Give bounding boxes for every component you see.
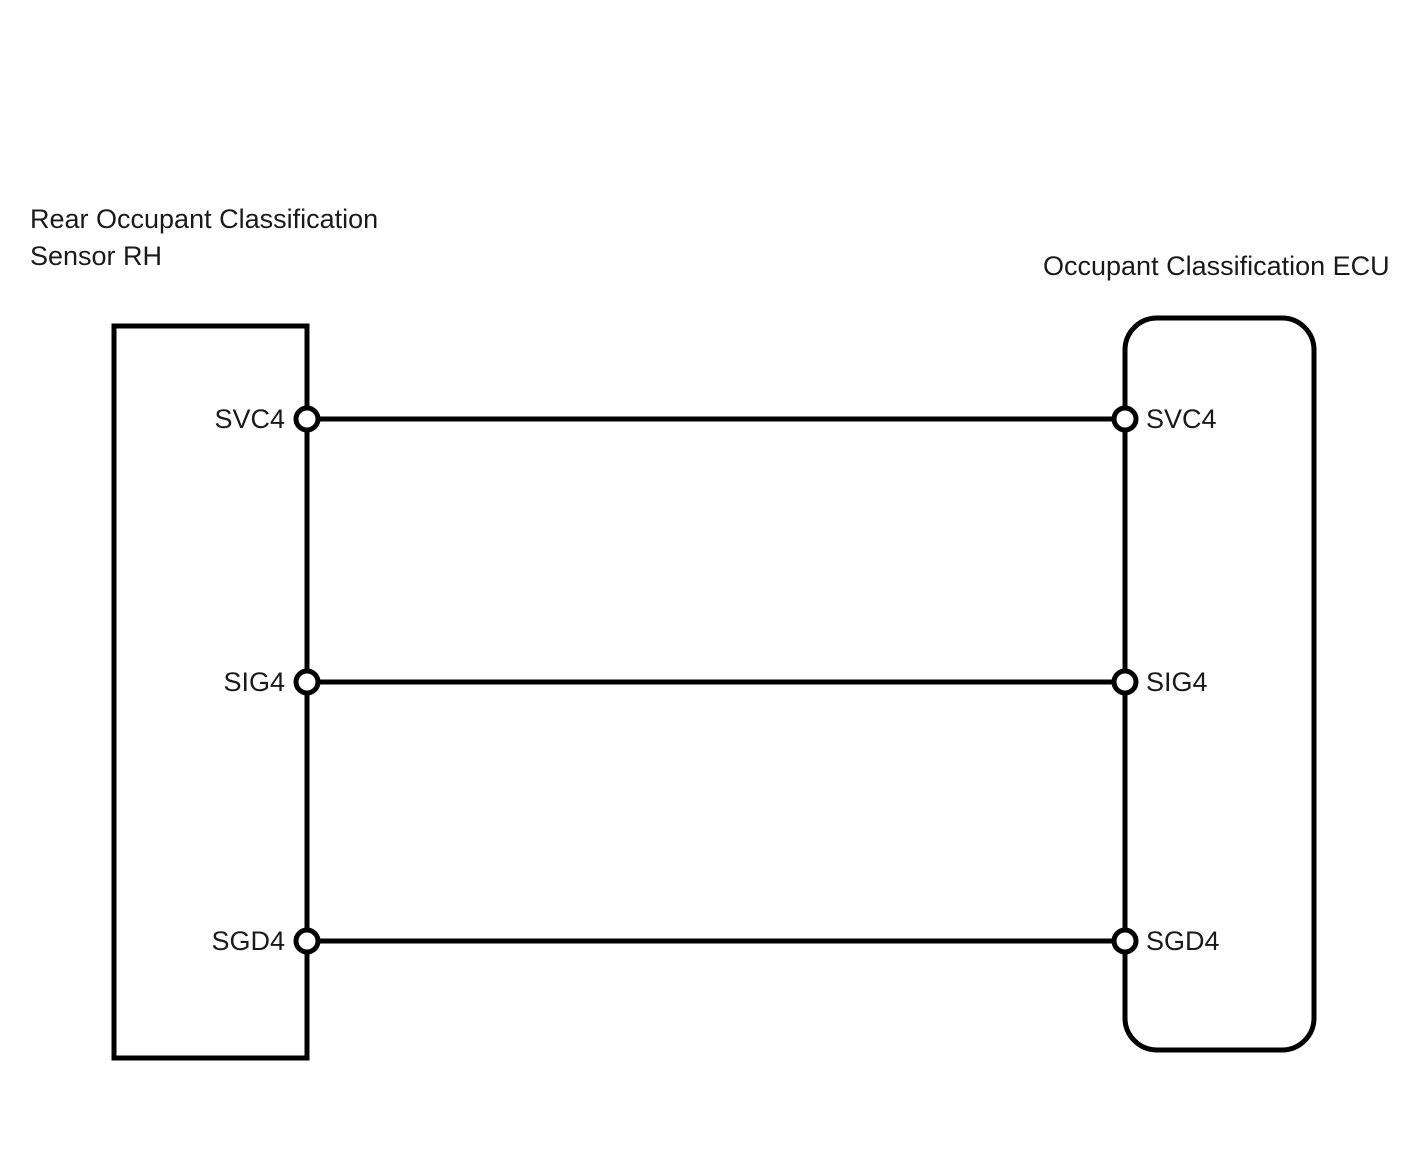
left-terminal-label-sig4: SIG4	[223, 667, 285, 697]
left-component-title-line1: Rear Occupant Classification	[30, 204, 378, 234]
left-terminal-label-sgd4: SGD4	[211, 926, 285, 956]
left-component-box	[111, 323, 310, 1061]
left-terminal-label-svc4: SVC4	[214, 404, 285, 434]
left-component-title-line2: Sensor RH	[30, 241, 162, 271]
right-terminal-sig4[interactable]	[1111, 668, 1139, 696]
right-terminal-label-svc4: SVC4	[1146, 404, 1217, 434]
right-terminal-label-sig4: SIG4	[1146, 667, 1208, 697]
left-terminal-sig4[interactable]	[293, 668, 321, 696]
left-terminal-svc4[interactable]	[293, 405, 321, 433]
left-terminal-sgd4[interactable]	[293, 927, 321, 955]
right-terminal-svc4[interactable]	[1111, 405, 1139, 433]
right-component-title: Occupant Classification ECU	[1043, 251, 1390, 281]
right-terminal-label-sgd4: SGD4	[1146, 926, 1220, 956]
right-terminal-sgd4[interactable]	[1111, 927, 1139, 955]
